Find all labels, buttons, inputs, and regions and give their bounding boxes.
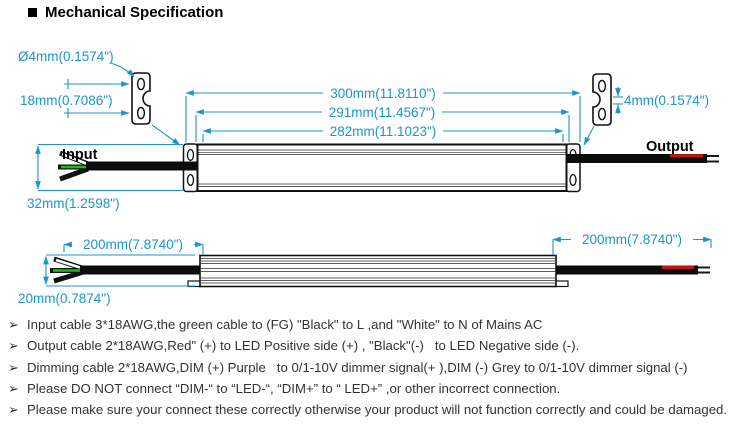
mounting-bracket-detail-right [592, 73, 612, 126]
dim-overall-length: 300mm(11.8110") [185, 85, 581, 142]
arrow-bullet-icon: ➢ [8, 338, 20, 354]
output-label: Output [646, 139, 694, 155]
dim-body-length-label: 282mm(11.1023") [330, 124, 437, 139]
wire-white [55, 258, 81, 269]
wire-white [61, 152, 87, 165]
page-title-text: Mechanical Specification [45, 4, 224, 21]
dim-thickness: 20mm(0.7874") [18, 254, 195, 306]
note-text: Please DO NOT connect “DIM-“ to “LED-“, … [27, 380, 561, 396]
input-label: Input [62, 147, 98, 163]
dim-input-cable-length: 200mm(7.8740") [63, 237, 204, 255]
driver-body-front-view [182, 143, 581, 193]
leader-line-right [583, 125, 595, 146]
note-dimming-cable: ➢ Dimming cable 2*18AWG,DIM (+) Purple t… [8, 357, 732, 378]
dim-hole-spacing: 18mm(0.7086") [20, 79, 130, 118]
dim-height-label: 32mm(1.2598") [27, 196, 120, 211]
dim-thickness-label: 20mm(0.7874") [18, 291, 111, 306]
leader-line-left [151, 124, 181, 146]
dim-bracket-slot-label: 4mm(0.1574") [624, 93, 709, 108]
arrow-bullet-icon: ➢ [8, 402, 20, 418]
note-text: Dimming cable 2*18AWG,DIM (+) Purple to … [27, 359, 688, 375]
bracket-hole [597, 79, 607, 93]
bracket-hole [136, 106, 146, 120]
technical-drawing: Ø4mm(0.1574") 18mm(0.7086") 4mm(0.1574") [18, 49, 719, 306]
driver-case-side [199, 254, 557, 288]
tab-hole [186, 148, 195, 162]
output-cable [566, 154, 719, 163]
dim-input-cable-label: 200mm(7.8740") [83, 237, 183, 252]
dim-output-cable-length: 200mm(7.8740") [552, 232, 712, 255]
dim-hole-diameter-label: Ø4mm(0.1574") [18, 49, 114, 64]
note-do-not-connect: ➢ Please DO NOT connect “DIM-“ to “LED-“… [8, 378, 732, 399]
note-input-cable: ➢ Input cable 3*18AWG,the green cable to… [8, 314, 732, 335]
tab-hole [186, 173, 195, 187]
driver-body-side-view [187, 254, 569, 288]
dim-hole-diameter: Ø4mm(0.1574") [18, 49, 135, 78]
note-text: Output cable 2*18AWG,Red" (+) to LED Pos… [27, 338, 580, 354]
note-text: Input cable 3*18AWG,the green cable to (… [27, 317, 543, 332]
output-cable-side [556, 265, 710, 275]
dim-mid-length-label: 291mm(11.4567") [329, 105, 436, 120]
input-cable-side [50, 256, 200, 284]
note-text: Please make sure your connect these corr… [27, 402, 728, 418]
dim-height: 32mm(1.2598") [27, 143, 183, 211]
mounting-bracket-detail-left [131, 72, 151, 125]
note-output-cable: ➢ Output cable 2*18AWG,Red" (+) to LED P… [8, 335, 732, 356]
page-title: Mechanical Specification [28, 4, 223, 21]
note-connect-correctly: ➢ Please make sure your connect these co… [8, 399, 732, 420]
bracket-hole [136, 77, 146, 91]
bracket-hole [597, 107, 607, 121]
dim-overall-length-label: 300mm(11.8110") [330, 86, 436, 101]
dim-body-length: 282mm(11.1023") [202, 123, 564, 142]
input-cable [58, 150, 197, 182]
square-bullet-icon [28, 8, 37, 17]
notes-list: ➢ Input cable 3*18AWG,the green cable to… [8, 314, 732, 420]
tab-hole [569, 173, 577, 187]
arrow-bullet-icon: ➢ [8, 359, 20, 375]
arrow-bullet-icon: ➢ [8, 380, 20, 396]
dim-output-cable-label: 200mm(7.8740") [582, 232, 682, 247]
dim-mid-length: 291mm(11.4567") [195, 104, 570, 142]
dim-bracket-slot: 4mm(0.1574") [613, 87, 709, 114]
dim-hole-spacing-label: 18mm(0.7086") [20, 93, 113, 108]
arrow-bullet-icon: ➢ [8, 317, 20, 332]
